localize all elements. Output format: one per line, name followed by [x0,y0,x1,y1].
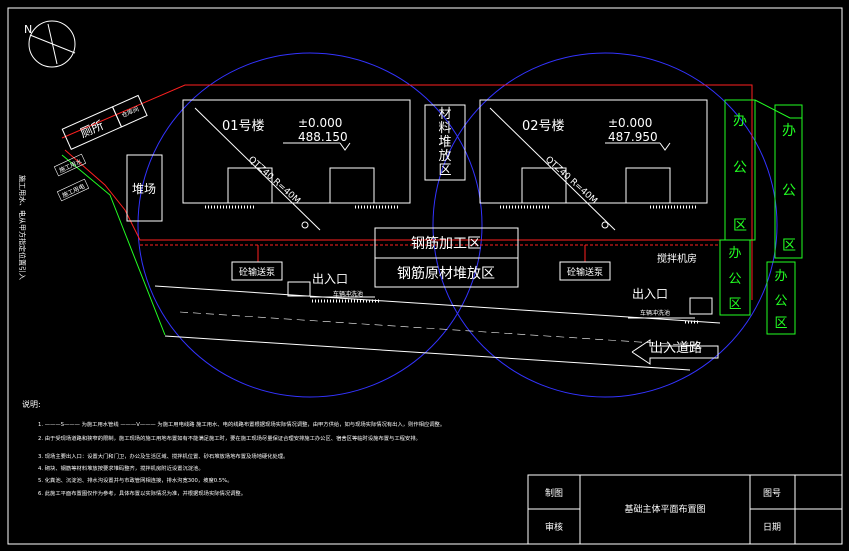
note-item-4: 4. 砌块、钢筋等材料堆放按要求堆码整齐，搅拌机房附近设置沉淀池。 [38,464,204,472]
north-label: N [24,23,32,36]
material-storage-label: 材料堆放区 [438,107,451,178]
concrete-pump-right: 砼输送泵 [559,245,611,281]
date-label: 日期 [763,522,781,533]
note-item-1: 1. ———S——— 为施工用水管线 ———V——— 为施工用电线路 施工用水、… [38,420,445,428]
checked-by-label: 审核 [545,521,563,533]
site-boundary-top [61,84,753,139]
office-c-char-1: 办 [728,246,741,261]
office-d-char-3: 区 [774,316,787,331]
wash-right-label: 车辆冲洗池 [640,309,670,317]
office-area-d: 办 公 区 [766,261,796,335]
drawn-by-label: 制图 [545,487,563,499]
material-storage-char: 区 [438,163,451,178]
entrance-left: 出入口 车辆冲洗池 [287,272,380,303]
crane-1-marker [301,221,309,229]
material-storage-char: 材 [438,107,451,122]
drawing-title: 基础主体平面布置图 [624,503,705,515]
entrance-right-label: 出入口 [632,287,668,301]
toilet-block: 厕所 仓库间 [61,94,148,150]
north-arrow-icon: N [24,20,76,68]
pump-right-label: 砼输送泵 [567,266,603,278]
stockyard-label: 堆场 [132,182,156,196]
building-02-name: 02号楼 [522,119,565,134]
office-c-char-2: 公 [728,272,741,287]
office-a-char-3: 区 [733,218,747,234]
power-source-label: 施工用电 [61,182,86,199]
building-02-level: ±0.000 [608,116,652,130]
material-storage-area: 材料堆放区 [424,104,466,181]
rebar-processing-label: 钢筋加工区 [411,235,481,252]
concrete-pump-left: 砼输送泵 [231,245,283,281]
crane-2-marker [601,221,609,229]
road-edge-upper [154,285,721,324]
road-direction-arrow-icon: 出入道路 [631,339,719,365]
wash-left-label: 车辆冲洗池 [333,290,363,298]
access-boundary [61,154,166,336]
storage-room-label: 仓库间 [120,105,140,120]
rebar-raw-storage-label: 钢筋原材堆放区 [397,265,495,282]
material-storage-char: 堆 [438,135,451,150]
material-storage-char: 放 [438,149,451,164]
crane-radius-circle-1 [137,52,483,398]
road-centerline [179,311,701,347]
office-d-char-2: 公 [774,294,787,309]
office-b-char-2: 公 [782,183,796,199]
building-01-level: ±0.000 [298,116,342,130]
building-02: 02号楼 ±0.000 487.950 QTZ40 R=40M [479,99,708,231]
rebar-raw-storage-area: 钢筋原材堆放区 [374,257,519,288]
office-b-char-1: 办 [782,123,796,139]
road-edge-lower [164,335,691,371]
notes-section: 说明: 1. ———S——— 为施工用水管线 ———V——— 为施工用电线路 施… [22,399,445,497]
office-area-b: 办 公 区 [754,99,803,259]
power-line [64,149,720,241]
material-storage-char: 料 [438,121,451,136]
hoist-room-label: 搅拌机房 [657,252,697,265]
drawing-frame [7,7,843,545]
stockyard-area: 堆场 [126,154,163,222]
building-01-name: 01号楼 [222,119,265,134]
notes-heading: 说明: [22,399,41,409]
office-c-char-3: 区 [728,297,741,312]
note-item-5: 5. 化粪池、沉淀池、排水沟设置并与市政管网相连接，排水沟宽300，坡度0.5%… [38,476,233,484]
office-d-char-1: 办 [774,269,787,284]
left-utility-labels: 施工用水 施工用电 施工用水、电从甲方指定位置引入 [18,153,90,280]
building-02-elevation: 487.950 [608,130,658,144]
water-source-label: 施工用水 [58,157,83,174]
note-item-3: 3. 现场主要出入口：设置大门和门卫，办公及生活区域、搅拌机位置、砂石堆放场地布… [38,452,288,460]
pump-left-label: 砼输送泵 [239,266,275,278]
road-label: 出入道路 [650,340,702,356]
office-a-char-1: 办 [733,113,747,129]
entrance-left-label: 出入口 [312,272,348,286]
note-item-2: 2. 由于受现场道路和狭窄的限制，施工现场的施工用地布置如有不能满足施工时，要在… [38,434,421,442]
utility-source-note: 施工用水、电从甲方指定位置引入 [18,175,27,280]
building-01: 01号楼 ±0.000 488.150 QTZ40 R=40M [182,99,411,231]
entrance-right: 出入口 车辆冲洗池 [628,287,713,324]
crane-radius-circle-2 [432,52,778,398]
building-01-elevation: 488.150 [298,130,348,144]
drawing-number-label: 图号 [763,488,781,499]
office-b-char-3: 区 [782,238,796,254]
note-item-6: 6. 此施工平面布置图仅作为参考，具体布置以实际情况为准，并根据现场实际情况调整… [38,489,246,497]
title-block: 制图 审核 基础主体平面布置图 图号 日期 [527,474,843,545]
rebar-processing-area: 钢筋加工区 [374,227,519,259]
office-area-c: 办 公 区 [719,239,751,316]
office-area-a: 办 公 区 [724,99,756,241]
office-a-char-2: 公 [733,160,747,176]
